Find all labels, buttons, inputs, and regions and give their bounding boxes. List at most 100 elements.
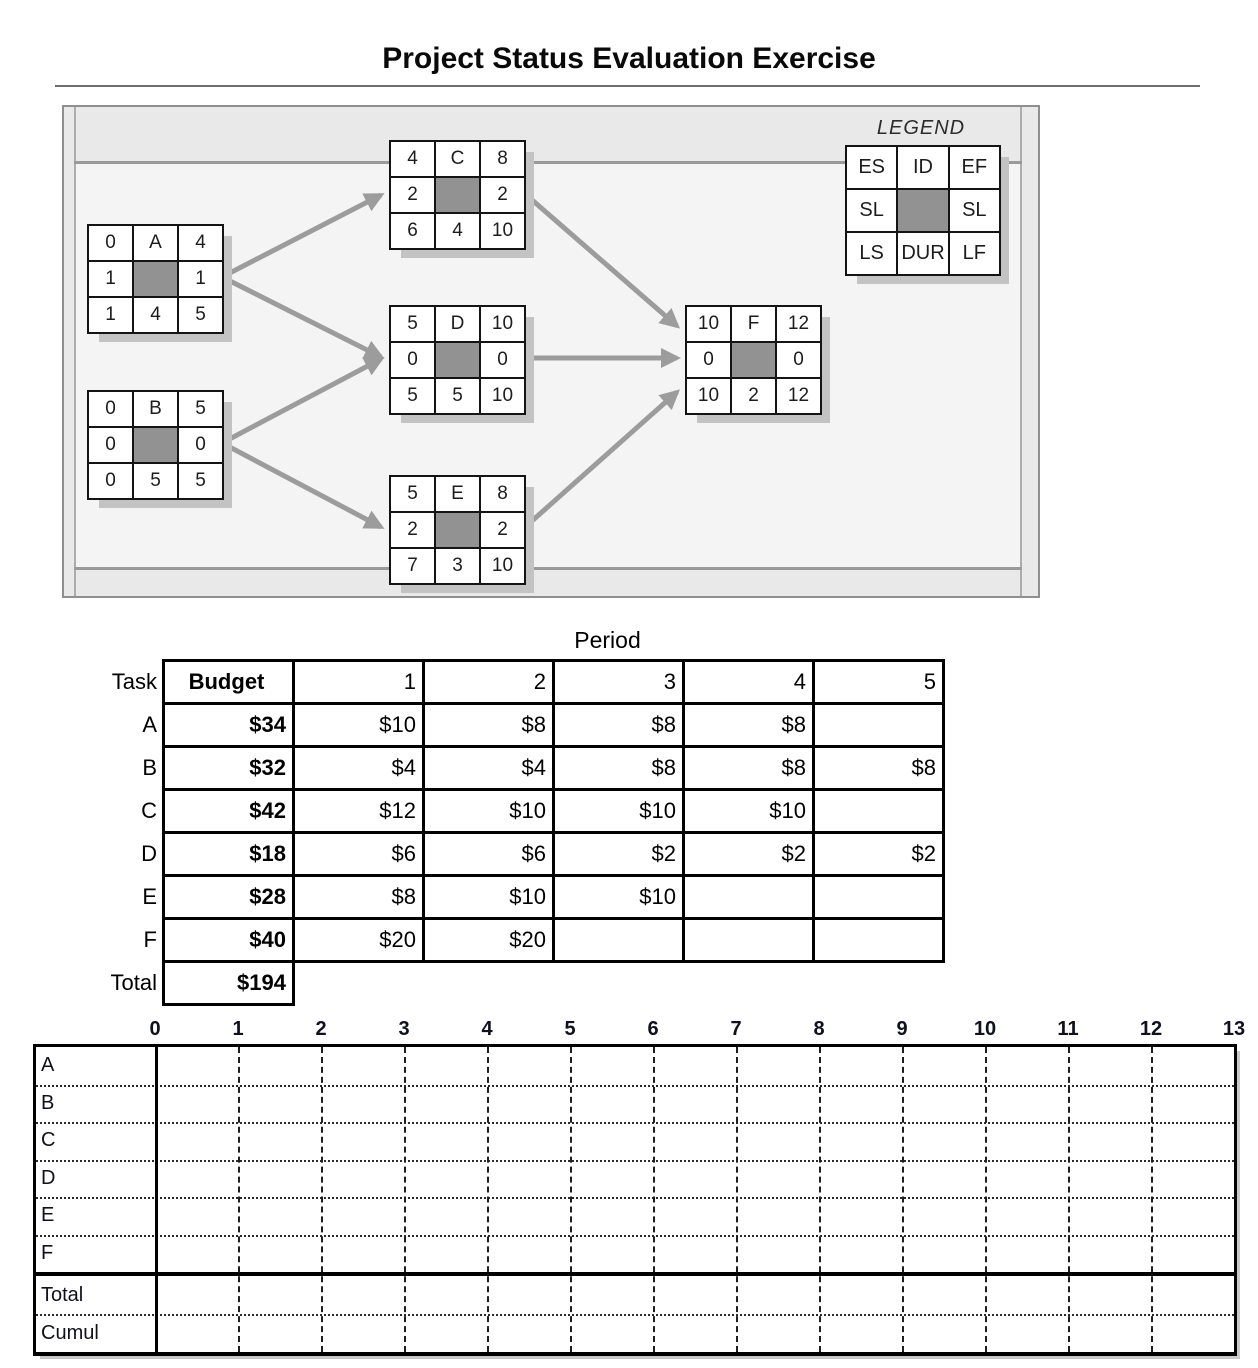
empty-cell xyxy=(294,962,424,1005)
gantt-tick-3: 3 xyxy=(398,1018,410,1040)
gantt-period-gridline-5 xyxy=(570,1047,572,1352)
empty-cell xyxy=(684,962,814,1005)
period-value: $8 xyxy=(422,702,555,748)
budget-value: $34 xyxy=(162,702,295,748)
gantt-period-gridline-6 xyxy=(653,1047,655,1352)
node-E-cell: E xyxy=(436,477,479,511)
node-B-cell: 0 xyxy=(89,428,132,462)
node-E-cell: 2 xyxy=(391,513,434,547)
budget-value: $40 xyxy=(162,917,295,963)
frame-line-left xyxy=(74,107,76,596)
gantt-tick-10: 10 xyxy=(973,1018,997,1040)
gantt-period-gridline-2 xyxy=(321,1047,323,1352)
period-value: $6 xyxy=(422,831,555,877)
gantt-row-separator xyxy=(36,1234,1234,1237)
budget-row-C: C$42$12$10$10$10 xyxy=(95,788,945,834)
period-col-header: 2 xyxy=(422,659,555,705)
budget-task-label: E xyxy=(142,884,157,909)
gantt-period-gridline-11 xyxy=(1068,1047,1070,1352)
node-B-cell: 0 xyxy=(89,464,132,498)
budget-row-D: D$18$6$6$2$2$2 xyxy=(95,831,945,877)
gantt-tick-2: 2 xyxy=(315,1018,327,1040)
period-col-header: 4 xyxy=(682,659,815,705)
empty-cell xyxy=(814,962,944,1005)
node-C-cell: 4 xyxy=(436,214,479,248)
legend-cell: LF xyxy=(949,233,999,274)
node-F-cell: 0 xyxy=(687,343,730,377)
arrow-A-D xyxy=(220,274,385,360)
budget-value: $42 xyxy=(162,788,295,834)
budget-col-header: Budget xyxy=(162,659,295,705)
period-value: $2 xyxy=(552,831,685,877)
budget-task-label: D xyxy=(141,841,157,866)
period-value: $4 xyxy=(292,745,425,791)
period-value: $10 xyxy=(292,702,425,748)
period-value xyxy=(682,917,815,963)
node-E-cell: 7 xyxy=(391,549,434,583)
budget-value: $28 xyxy=(162,874,295,920)
gantt-period-gridline-3 xyxy=(404,1047,406,1352)
node-F-cell: 0 xyxy=(777,343,820,377)
period-value: $10 xyxy=(422,788,555,834)
period-col-header: 5 xyxy=(812,659,945,705)
node-B-cell: 0 xyxy=(179,428,222,462)
gantt-row-separator xyxy=(36,1159,1234,1162)
frame-line-bottom xyxy=(74,567,1022,570)
gantt-row-separator xyxy=(36,1084,1234,1087)
node-C-cell: 8 xyxy=(481,142,524,176)
period-value xyxy=(812,917,945,963)
period-value: $20 xyxy=(422,917,555,963)
legend-cell: ES xyxy=(847,147,897,188)
gantt-tick-7: 7 xyxy=(730,1018,742,1040)
gantt-row-label-C: C xyxy=(41,1129,56,1152)
gantt-tick-4: 4 xyxy=(481,1018,493,1040)
arrow-B-E xyxy=(220,440,385,530)
gantt-summary-separator xyxy=(36,1314,1234,1316)
budget-row-E: E$28$8$10$10 xyxy=(95,874,945,920)
node-D-cell: D xyxy=(436,307,479,341)
node-E-cell xyxy=(436,513,479,547)
arrow-B-D xyxy=(220,356,385,446)
gantt-summary-label-cumul: Cumul xyxy=(41,1321,99,1344)
node-F-cell: F xyxy=(732,307,775,341)
gantt-row-label-B: B xyxy=(41,1091,55,1114)
gantt-tick-9: 9 xyxy=(896,1018,908,1040)
budget-total-value: $194 xyxy=(162,960,295,1006)
period-value: $12 xyxy=(292,788,425,834)
node-C-cell: 6 xyxy=(391,214,434,248)
node-B-cell: 5 xyxy=(134,464,177,498)
period-value: $8 xyxy=(552,702,685,748)
gantt-period-gridline-10 xyxy=(985,1047,987,1352)
gantt-tick-1: 1 xyxy=(232,1018,244,1040)
legend-cell: SL xyxy=(949,190,999,231)
node-B-cell: 5 xyxy=(179,392,222,426)
gantt-period-gridline-8 xyxy=(819,1047,821,1352)
budget-total-label: Total xyxy=(110,970,157,995)
arrow-E-F xyxy=(522,389,680,530)
node-A-cell: 5 xyxy=(179,298,222,332)
gantt-tick-8: 8 xyxy=(813,1018,825,1040)
gantt-period-gridline-9 xyxy=(902,1047,904,1352)
node-D-cell: 5 xyxy=(436,379,479,413)
node-B-cell: 0 xyxy=(89,392,132,426)
node-E-cell: 8 xyxy=(481,477,524,511)
period-value xyxy=(552,917,685,963)
node-F-cell: 10 xyxy=(687,379,730,413)
legend-cell: DUR xyxy=(898,233,948,274)
period-value xyxy=(812,874,945,920)
node-C-cell: 10 xyxy=(481,214,524,248)
gantt-row-separator xyxy=(36,1197,1234,1199)
gantt-period-gridline-12 xyxy=(1151,1047,1153,1352)
budget-task-label: B xyxy=(142,755,157,780)
node-D-cell: 5 xyxy=(391,307,434,341)
node-D-cell: 10 xyxy=(481,307,524,341)
